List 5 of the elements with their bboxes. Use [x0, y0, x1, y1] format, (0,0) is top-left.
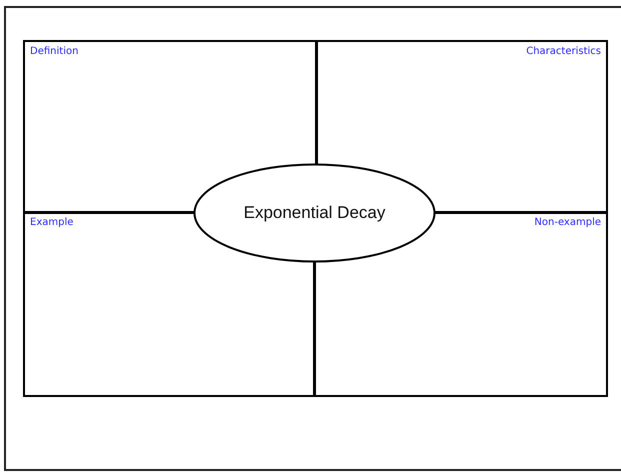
quadrant-heading: Example	[30, 217, 74, 230]
quadrant-heading: Characteristics	[526, 46, 601, 58]
topic-label: Exponential Decay	[244, 202, 386, 224]
quadrant-heading: Non-example	[534, 217, 601, 230]
quadrant-heading: Definition	[30, 46, 78, 58]
